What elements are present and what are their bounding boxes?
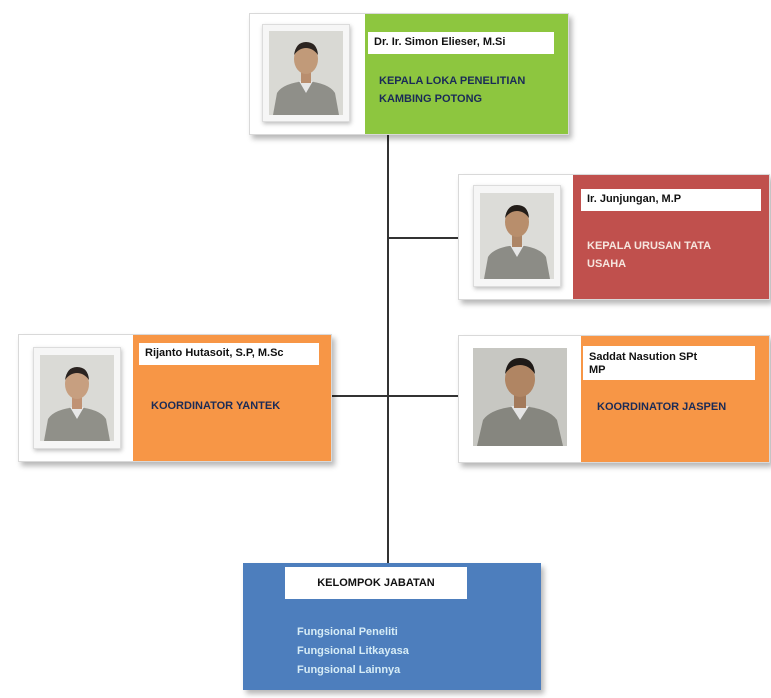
info-panel-yantek: Rijanto Hutasoit, S.P, M.Sc KOORDINATOR … <box>133 335 331 461</box>
org-card-admin: Ir. Junjungan, M.P KEPALA URUSAN TATA US… <box>458 174 770 300</box>
name-box: Dr. Ir. Simon Elieser, M.Si <box>368 32 554 54</box>
person-name: Ir. Junjungan, M.P <box>587 193 682 205</box>
person-name: Rijanto Hutasoit, S.P, M.Sc <box>145 347 284 359</box>
functional-list: Fungsional Peneliti Fungsional Litkayasa… <box>297 623 409 680</box>
connector-coordinators <box>330 395 460 397</box>
role-title: KEPALA URUSAN TATA USAHA <box>587 240 712 270</box>
photo-panel <box>459 336 581 462</box>
person-photo-jaspen <box>473 348 567 446</box>
person-photo-admin <box>480 193 554 279</box>
person-photo-head <box>269 31 343 115</box>
person-photo-yantek <box>40 355 114 441</box>
list-item: Fungsional Lainnya <box>297 664 401 676</box>
info-panel-head: Dr. Ir. Simon Elieser, M.Si KEPALA LOKA … <box>365 14 568 134</box>
person-name-line2: MP <box>589 364 606 376</box>
info-panel-jaspen: Saddat Nasution SPt MP KOORDINATOR JASPE… <box>581 336 769 462</box>
role-title: KOORDINATOR JASPEN <box>597 401 727 413</box>
info-panel-admin: Ir. Junjungan, M.P KEPALA URUSAN TATA US… <box>573 175 769 299</box>
photo-panel <box>19 335 133 461</box>
role-title: KOORDINATOR YANTEK <box>151 400 281 412</box>
org-card-yantek: Rijanto Hutasoit, S.P, M.Sc KOORDINATOR … <box>18 334 332 462</box>
connector-trunk <box>387 135 389 563</box>
role-title: KEPALA LOKA PENELITIAN KAMBING POTONG <box>379 75 526 105</box>
person-name: Saddat Nasution SPt <box>589 351 698 363</box>
name-box: Rijanto Hutasoit, S.P, M.Sc <box>139 343 319 365</box>
org-card-head: Dr. Ir. Simon Elieser, M.Si KEPALA LOKA … <box>249 13 569 135</box>
list-item: Fungsional Peneliti <box>297 626 398 638</box>
functional-group-box: KELOMPOK JABATAN Fungsional Peneliti Fun… <box>243 563 541 690</box>
photo-panel <box>459 175 573 299</box>
org-card-jaspen: Saddat Nasution SPt MP KOORDINATOR JASPE… <box>458 335 770 463</box>
list-item: Fungsional Litkayasa <box>297 645 409 657</box>
photo-panel <box>250 14 365 134</box>
person-name: Dr. Ir. Simon Elieser, M.Si <box>374 36 506 48</box>
group-title: KELOMPOK JABATAN <box>285 567 467 599</box>
name-box: Saddat Nasution SPt MP <box>583 346 755 380</box>
connector-admin <box>388 237 460 239</box>
name-box: Ir. Junjungan, M.P <box>581 189 761 211</box>
